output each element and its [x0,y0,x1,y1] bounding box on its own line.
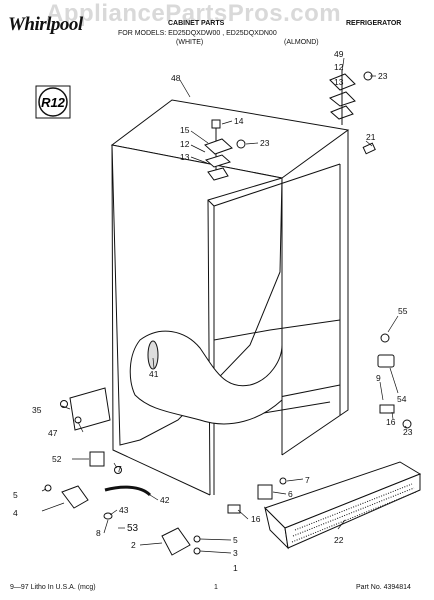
callout-54: 54 [397,394,407,404]
callout-16-bottom: 16 [251,514,261,524]
callout-8: 8 [96,528,101,538]
callout-55: 55 [398,306,408,316]
diagram-title: CABINET PARTS [168,20,225,27]
callout-23-mid: 23 [260,138,270,148]
leader-lines [41,57,408,554]
callout-16-right: 16 [386,417,396,427]
callout-3: 3 [233,548,238,558]
watermark: AppliancePartsPros.com [46,0,342,27]
callout-52: 52 [52,454,62,464]
callout-43: 43 [119,505,129,515]
callout-13-left: 13 [180,152,190,162]
color-almond: (ALMOND) [284,39,319,46]
left-bracket [60,387,122,474]
callout-15: 15 [180,125,190,135]
callout-1: 1 [233,563,238,573]
callout-5-bottom: 5 [233,535,238,545]
footer-litho: 9—97 Litho In U.S.A. (mcg) [10,584,96,591]
callout-49: 49 [334,49,344,59]
brand-logo: Whirlpool [8,14,83,35]
callout-41: 41 [149,369,159,379]
callout-12-right: 12 [334,62,344,72]
color-white: (WHITE) [176,39,204,46]
callout-7-left: 7 [117,464,122,474]
liner-cutout [129,330,283,425]
footer-part-number: Part No. 4394814 [356,584,411,591]
callout-23-top: 23 [378,71,388,81]
callout-6: 6 [288,489,293,499]
callout-7-right: 7 [305,475,310,485]
lower-hinge-right [377,333,412,429]
base-grille [264,461,422,550]
bottom-parts [44,477,287,556]
callout-2: 2 [131,540,136,550]
footer-page: 1 [214,584,218,591]
callout-23-right: 23 [403,427,413,437]
callout-48: 48 [171,73,181,83]
callout-53: 53 [127,523,139,534]
callout-47: 47 [48,428,58,438]
category-label: REFRIGERATOR [346,20,402,27]
callout-14: 14 [234,116,244,126]
callout-4: 4 [13,508,18,518]
callout-42: 42 [160,495,170,505]
callout-21: 21 [366,132,376,142]
models-line: FOR MODELS: ED25DQXDW00 , ED25DQXDN00 [118,30,277,37]
top-hinge-left [204,119,246,181]
top-hinge-right [329,70,376,155]
cabinet-body [110,99,350,496]
callout-22: 22 [334,535,344,545]
r12-text: R12 [41,95,66,110]
r12-badge: R12 [35,85,71,119]
callout-35: 35 [32,405,42,415]
callout-13-right: 13 [334,77,344,87]
callout-9: 9 [376,373,381,383]
callout-5-left: 5 [13,490,18,500]
callout-12-left: 12 [180,139,190,149]
